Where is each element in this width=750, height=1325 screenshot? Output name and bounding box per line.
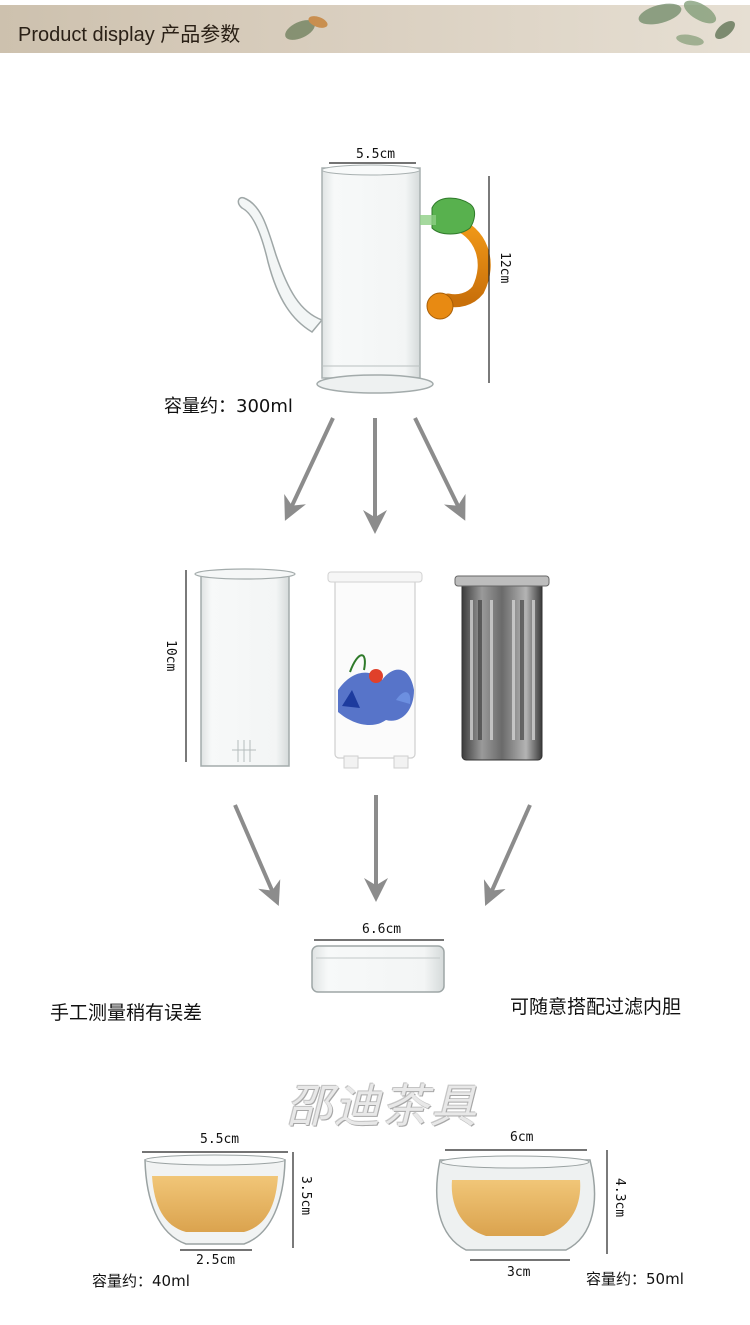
cup-right-image [435,1155,596,1251]
insert-note: 可随意搭配过滤内胆 [510,996,682,1018]
glass-insert-image [194,568,296,767]
measurement-note: 手工测量稍有误差 [50,1002,203,1024]
lid-image [311,945,445,993]
teapot-height-label: 12cm [497,252,512,284]
cup-left-top-label: 5.5cm [200,1132,240,1147]
cup-right-bottom-label: 3cm [507,1265,531,1280]
cup-right-capacity: 容量约：50ml [586,1270,684,1288]
arrows-bottom [233,795,532,907]
brand-watermark: 邵迪茶具 [286,1079,478,1133]
header-banner [0,5,750,53]
steel-insert-image [454,575,550,761]
teapot-capacity: 容量约：300ml [164,396,293,417]
teapot-width-label: 5.5cm [356,147,396,162]
insert-height-label: 10cm [163,640,178,672]
porcelain-insert-image [327,571,423,769]
banner-title: Product display 产品参数 [18,24,241,46]
cup-left-capacity: 容量约：40ml [92,1272,190,1290]
teapot-image [237,164,491,394]
cup-left-height-label: 3.5cm [298,1176,313,1216]
lid-width-label: 6.6cm [362,922,402,937]
cup-right-top-label: 6cm [510,1130,534,1145]
cup-left-image [144,1154,286,1245]
cup-right-height-label: 4.3cm [612,1178,627,1218]
banner-leaf-decoration [285,0,735,46]
cup-left-bottom-label: 2.5cm [196,1253,236,1268]
arrows-top [284,417,466,534]
